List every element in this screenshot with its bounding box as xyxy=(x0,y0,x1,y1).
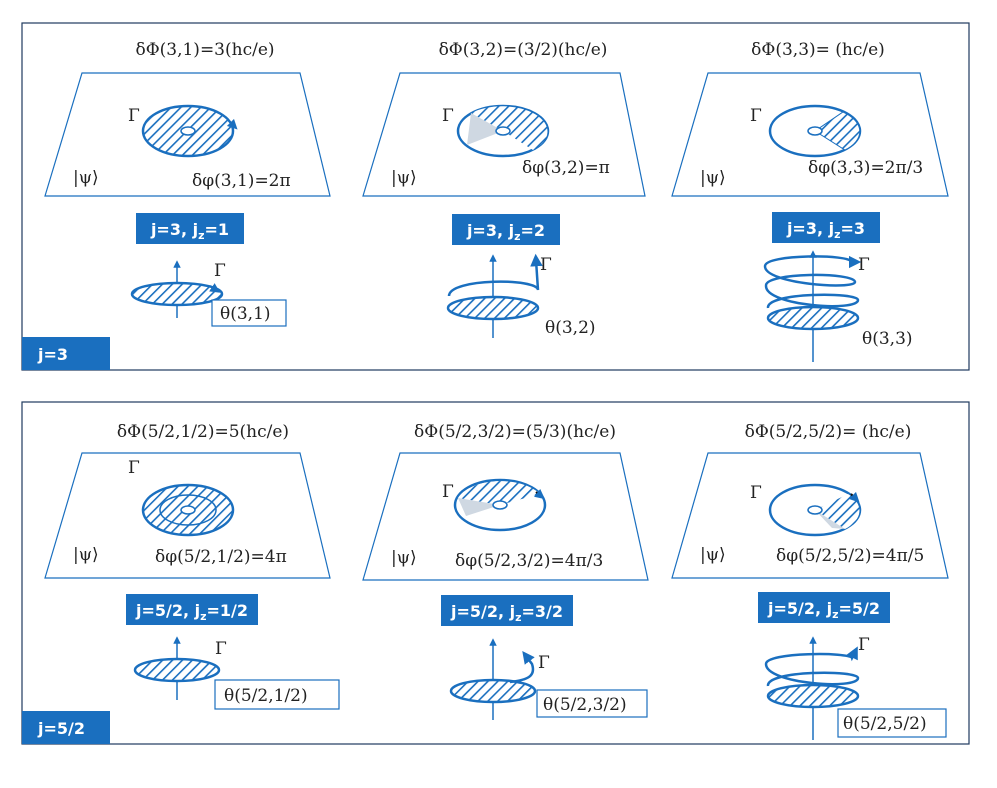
theta-box xyxy=(837,708,947,738)
orbit-disc xyxy=(766,305,860,331)
quantum-number-badge xyxy=(758,592,890,623)
flux-label: δΦ(5/2,3/2)=(5/3)(hc/e) xyxy=(414,422,616,442)
theta-label: θ(5/2,1/2) xyxy=(224,686,308,706)
gamma-label: Γ xyxy=(442,106,454,126)
quantum-number-badge xyxy=(441,595,573,626)
badge-text: j=3, jz=3 xyxy=(786,219,865,241)
psi-label: |ψ⟩ xyxy=(700,545,726,565)
phase-label: δφ(3,2)=π xyxy=(522,158,610,178)
orbit-gamma-label: Γ xyxy=(215,639,227,659)
orbit-disc xyxy=(449,678,537,704)
theta-box xyxy=(214,679,340,710)
psi-label: |ψ⟩ xyxy=(73,168,99,188)
theta-label: θ(3,3) xyxy=(862,329,913,349)
phase-label: δφ(5/2,1/2)=4π xyxy=(155,547,287,567)
panel-j3: j=3 δΦ(3,1)=3(hc/e) Γ |ψ⟩ δφ(3,1)=2π j=3… xyxy=(21,22,970,371)
orbit-gamma-label: Γ xyxy=(214,261,226,281)
phase-label: δφ(5/2,3/2)=4π/3 xyxy=(455,551,603,571)
cell-3-2: δΦ(3,2)=(3/2)(hc/e) Γ |ψ⟩ δφ(3,2)=π j=3,… xyxy=(362,40,646,338)
flux-label: δΦ(3,3)= (hc/e) xyxy=(751,40,885,60)
psi-label: |ψ⟩ xyxy=(73,545,99,565)
orbit-gamma-label: Γ xyxy=(858,635,870,655)
theta-box xyxy=(211,299,287,327)
psi-label: |ψ⟩ xyxy=(391,548,417,568)
badge-text: j=5/2, jz=1/2 xyxy=(135,601,248,623)
flux-label: δΦ(5/2,1/2)=5(hc/e) xyxy=(117,422,289,442)
panel-j52: j=5/2 δΦ(5/2,1/2)=5(hc/e) Γ |ψ⟩ δφ(5/2,1… xyxy=(21,401,970,745)
theta-label: θ(3,1) xyxy=(220,304,271,324)
gamma-label: Γ xyxy=(442,482,454,502)
phase-label: δφ(3,1)=2π xyxy=(192,171,291,191)
gamma-label: Γ xyxy=(750,483,762,503)
theta-label: θ(5/2,3/2) xyxy=(543,695,627,715)
badge-text: j=3, jz=2 xyxy=(466,221,545,243)
theta-box xyxy=(536,689,648,718)
orbit-disc xyxy=(133,657,221,683)
cell-3-3: δΦ(3,3)= (hc/e) Γ |ψ⟩ δφ(3,3)=2π/3 j=3, … xyxy=(671,40,949,362)
phase-label: δφ(3,3)=2π/3 xyxy=(808,158,923,178)
psi-label: |ψ⟩ xyxy=(391,168,417,188)
orbit-disc xyxy=(766,683,860,709)
orbit-gamma-label: Γ xyxy=(538,653,550,673)
cell-52-52: δΦ(5/2,5/2)= (hc/e) Γ |ψ⟩ δφ(5/2,5/2)=4π… xyxy=(671,422,949,740)
cell-3-1: δΦ(3,1)=3(hc/e) Γ |ψ⟩ δφ(3,1)=2π j=3, jz… xyxy=(44,40,331,327)
theta-label: θ(3,2) xyxy=(545,318,596,338)
quantum-number-badge xyxy=(126,594,258,625)
phase-label: δφ(5/2,5/2)=4π/5 xyxy=(776,546,924,566)
panel-label: j=5/2 xyxy=(37,719,85,738)
gamma-label: Γ xyxy=(128,106,140,126)
panel-label: j=3 xyxy=(37,345,68,364)
quantum-number-badge xyxy=(452,214,560,245)
panel-label-badge xyxy=(22,337,110,370)
cell-52-12: δΦ(5/2,1/2)=5(hc/e) Γ |ψ⟩ δφ(5/2,1/2)=4π… xyxy=(44,422,340,710)
theta-label: θ(5/2,5/2) xyxy=(843,714,927,734)
panel-label-badge xyxy=(22,711,110,744)
flux-label: δΦ(5/2,5/2)= (hc/e) xyxy=(745,422,912,442)
psi-label: |ψ⟩ xyxy=(700,168,726,188)
flux-label: δΦ(3,1)=3(hc/e) xyxy=(135,40,274,60)
orbit-gamma-label: Γ xyxy=(858,255,870,275)
badge-text: j=5/2, jz=5/2 xyxy=(767,599,880,621)
quantum-number-badge xyxy=(136,213,244,244)
gamma-label: Γ xyxy=(128,458,140,478)
badge-text: j=5/2, jz=3/2 xyxy=(450,602,563,624)
badge-text: j=3, jz=1 xyxy=(150,220,229,242)
orbit-disc xyxy=(446,295,540,321)
orbit-disc xyxy=(130,281,224,307)
gamma-label: Γ xyxy=(750,106,762,126)
cell-52-32: δΦ(5/2,3/2)=(5/3)(hc/e) Γ |ψ⟩ δφ(5/2,3/2… xyxy=(362,422,649,720)
flux-label: δΦ(3,2)=(3/2)(hc/e) xyxy=(439,40,608,60)
quantum-number-badge xyxy=(772,212,880,243)
orbit-gamma-label: Γ xyxy=(540,255,552,275)
